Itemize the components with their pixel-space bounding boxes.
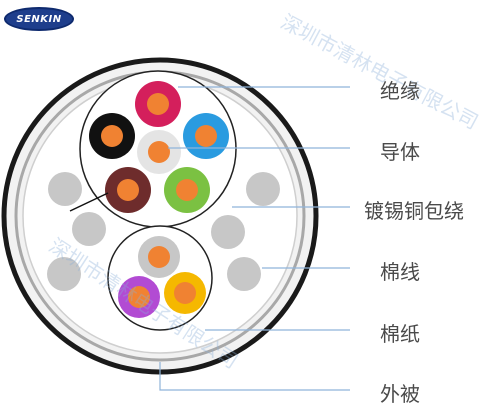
leader-jacket [159, 362, 350, 391]
label-conductor: 导体 [380, 140, 420, 164]
brown-wire [105, 167, 151, 213]
purple-wire [118, 276, 160, 318]
filler [211, 215, 245, 249]
label-cotton-paper: 棉纸 [380, 322, 420, 346]
white-wire [137, 130, 181, 174]
senkin-logo: SENKIN [4, 7, 74, 31]
label-cotton-thread: 棉线 [380, 260, 420, 284]
label-shield: 镀锡铜包绕 [364, 199, 464, 223]
blue-wire [183, 113, 229, 159]
gray-wire [138, 236, 180, 278]
red-wire [135, 81, 181, 127]
label-jacket: 外被 [380, 382, 420, 406]
filler [72, 212, 106, 246]
black-wire [89, 113, 135, 159]
lower-bundle [107, 225, 213, 331]
filler-group [47, 172, 280, 291]
ground-drain-wire [69, 192, 109, 212]
logo-text: SENKIN [16, 13, 62, 25]
upper-bundle [69, 70, 237, 228]
yellow-wire [164, 272, 206, 314]
filler [246, 172, 280, 206]
filler [227, 257, 261, 291]
label-insulation: 绝缘 [380, 79, 420, 103]
leader-lines [159, 86, 350, 391]
green-wire [164, 167, 210, 213]
filler [48, 172, 82, 206]
filler [47, 257, 81, 291]
